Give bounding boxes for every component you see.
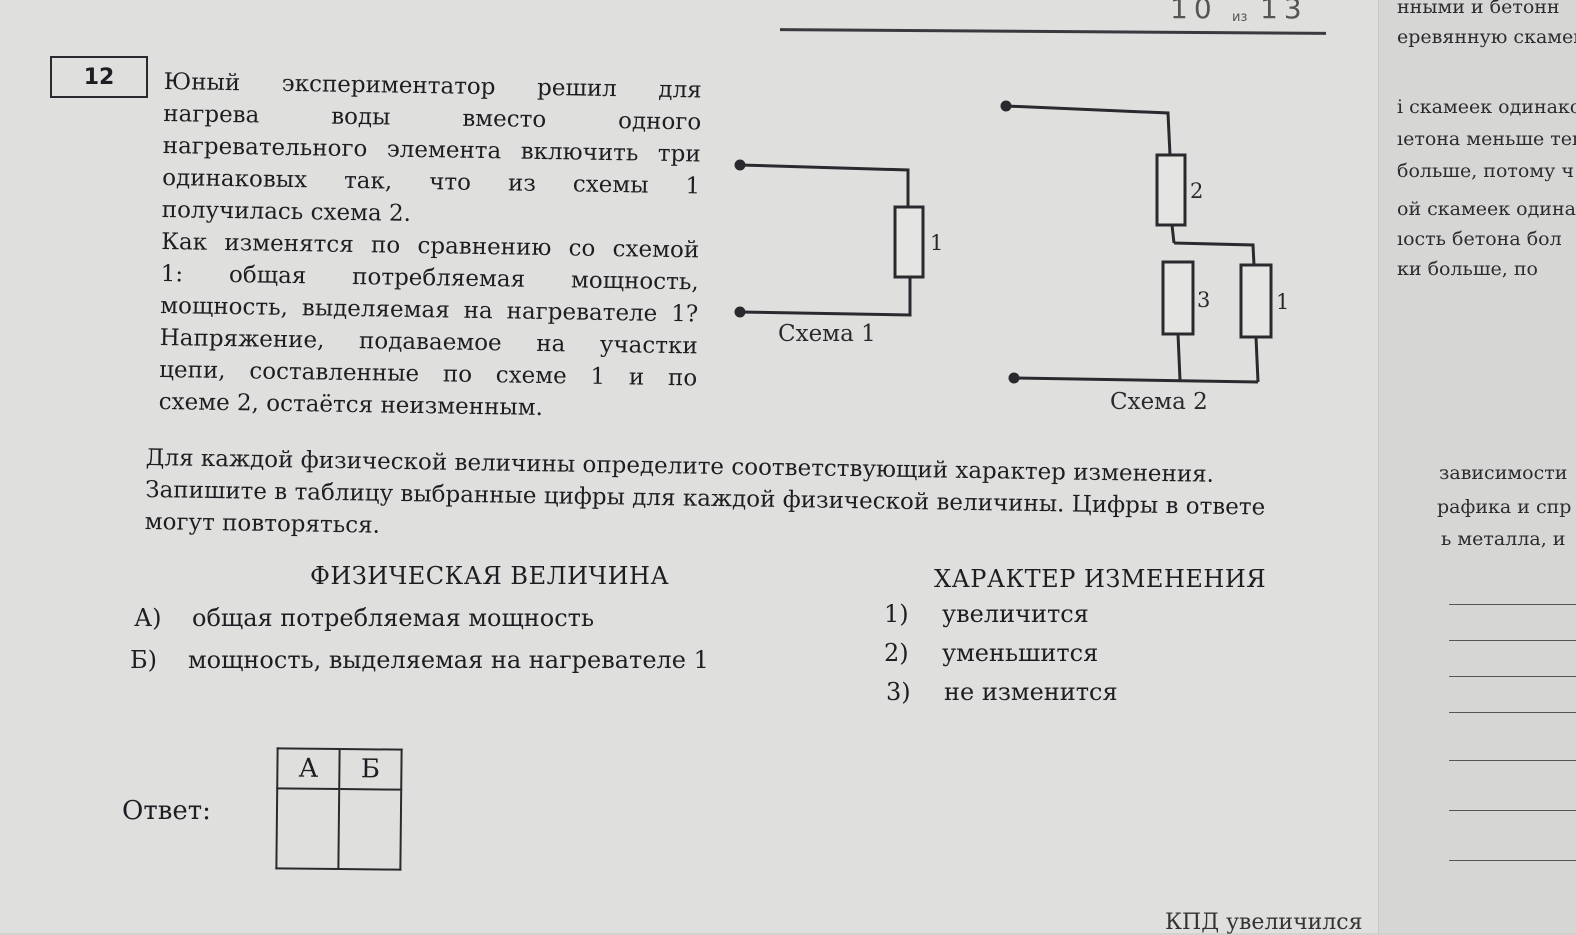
scheme2-r1-label: 1 bbox=[1276, 290, 1289, 314]
scheme-1 bbox=[734, 159, 925, 318]
scheme2-r2-label: 2 bbox=[1190, 179, 1203, 203]
change-key: 1) bbox=[884, 600, 909, 628]
task-number-box: 12 bbox=[50, 56, 148, 98]
adjacent-line: больше, потому ч bbox=[1397, 160, 1574, 182]
adjacent-rule bbox=[1449, 604, 1576, 605]
change-key: 2) bbox=[884, 639, 909, 667]
answer-cell-b[interactable] bbox=[338, 789, 402, 870]
quantity-item-a: А) общая потребляемая мощность bbox=[134, 604, 594, 632]
scheme2-wire-top bbox=[1005, 104, 1172, 156]
scheme2-wire-r1-down bbox=[1254, 336, 1260, 383]
adjacent-line: ки больше, по bbox=[1397, 258, 1538, 280]
scheme1-terminal-top bbox=[734, 159, 746, 171]
scheme1-r1-label: 1 bbox=[930, 231, 943, 255]
adjacent-rule bbox=[1449, 810, 1576, 811]
change-text: не изменится bbox=[944, 678, 1118, 706]
adjacent-rule bbox=[1449, 712, 1576, 713]
scheme2-terminal-bottom bbox=[1008, 372, 1020, 384]
scheme2-r3-label: 3 bbox=[1197, 288, 1210, 312]
answer-table: А Б bbox=[275, 747, 402, 870]
adjacent-line: ıость бетона бол bbox=[1397, 228, 1562, 250]
scheme2-resistor-3 bbox=[1161, 260, 1195, 336]
answer-header-b: Б bbox=[339, 749, 402, 790]
scheme1-terminal-bottom bbox=[734, 306, 746, 318]
quantity-text: общая потребляемая мощность bbox=[192, 604, 595, 632]
adjacent-rule bbox=[1449, 640, 1576, 641]
scheme2-wire-bottom bbox=[1013, 376, 1259, 384]
page-total: 13 bbox=[1260, 0, 1308, 25]
adjacent-line: ıетона меньше теп bbox=[1397, 128, 1576, 150]
scheme2-resistor-1 bbox=[1239, 263, 1273, 339]
change-text: увеличится bbox=[942, 600, 1089, 628]
adjacent-page: нными и бетонн еревянную скамейк і скаме… bbox=[1378, 0, 1576, 933]
scheme1-wire-top bbox=[739, 163, 910, 207]
scheme2-resistor-2 bbox=[1155, 153, 1187, 227]
change-item-3: 3) не изменится bbox=[886, 678, 1118, 706]
answer-label: Ответ: bbox=[122, 796, 211, 826]
next-page-peek-text: КПД увеличился bbox=[1165, 910, 1363, 935]
change-item-2: 2) уменьшится bbox=[884, 639, 1098, 667]
adjacent-line: зависимости bbox=[1439, 462, 1568, 484]
quantity-item-b: Б) мощность, выделяемая на нагревателе 1 bbox=[130, 646, 709, 674]
adjacent-line: нными и бетонн bbox=[1397, 0, 1560, 18]
answer-cell-a[interactable] bbox=[276, 788, 340, 869]
adjacent-line: і скамеек одинако bbox=[1397, 96, 1576, 118]
change-text: уменьшится bbox=[942, 639, 1099, 667]
adjacent-line: еревянную скамейк bbox=[1397, 26, 1576, 48]
adjacent-line: ой скамеек одина bbox=[1397, 198, 1576, 220]
page-header-strip: 10 из 13 bbox=[780, 0, 1326, 40]
quantity-column-header: ФИЗИЧЕСКАЯ ВЕЛИЧИНА bbox=[310, 562, 670, 590]
scheme2-wire-mid bbox=[1170, 224, 1176, 244]
task-number: 12 bbox=[83, 64, 115, 90]
scheme-2 bbox=[1000, 100, 1273, 384]
answer-header-a: А bbox=[277, 748, 340, 790]
change-key: 3) bbox=[886, 678, 911, 706]
scheme2-branch-top bbox=[1173, 241, 1256, 266]
quantity-key: А) bbox=[134, 604, 162, 632]
adjacent-rule bbox=[1449, 676, 1576, 677]
adjacent-line: рафика и спр bbox=[1437, 496, 1572, 518]
quantity-text: мощность, выделяемая на нагревателе 1 bbox=[188, 646, 709, 674]
change-column-header: ХАРАКТЕР ИЗМЕНЕНИЯ bbox=[934, 565, 1267, 593]
quantity-key: Б) bbox=[130, 646, 157, 674]
scheme2-terminal-top bbox=[1000, 100, 1012, 112]
scheme1-label: Схема 1 bbox=[778, 321, 876, 347]
scheme1-wire-bottom bbox=[739, 277, 912, 317]
adjacent-rule bbox=[1449, 860, 1576, 861]
scheme2-label: Схема 2 bbox=[1110, 389, 1208, 415]
adjacent-line: ь металла, и bbox=[1441, 528, 1566, 550]
exam-page: 10 из 13 12 Юный экспериментатор решил д… bbox=[0, 0, 1450, 935]
scheme1-resistor-1 bbox=[893, 205, 925, 279]
page-of-word: из bbox=[1232, 10, 1248, 25]
instructions: Для каждой физической величины определит… bbox=[144, 442, 1345, 557]
circuit-diagrams: 1 Схема 1 2 3 1 Схема 2 bbox=[734, 100, 1289, 415]
page-number: 10 bbox=[1170, 0, 1218, 25]
adjacent-rule bbox=[1449, 760, 1576, 761]
scheme2-wire-r3-down bbox=[1176, 333, 1182, 381]
change-item-1: 1) увеличится bbox=[884, 600, 1089, 628]
